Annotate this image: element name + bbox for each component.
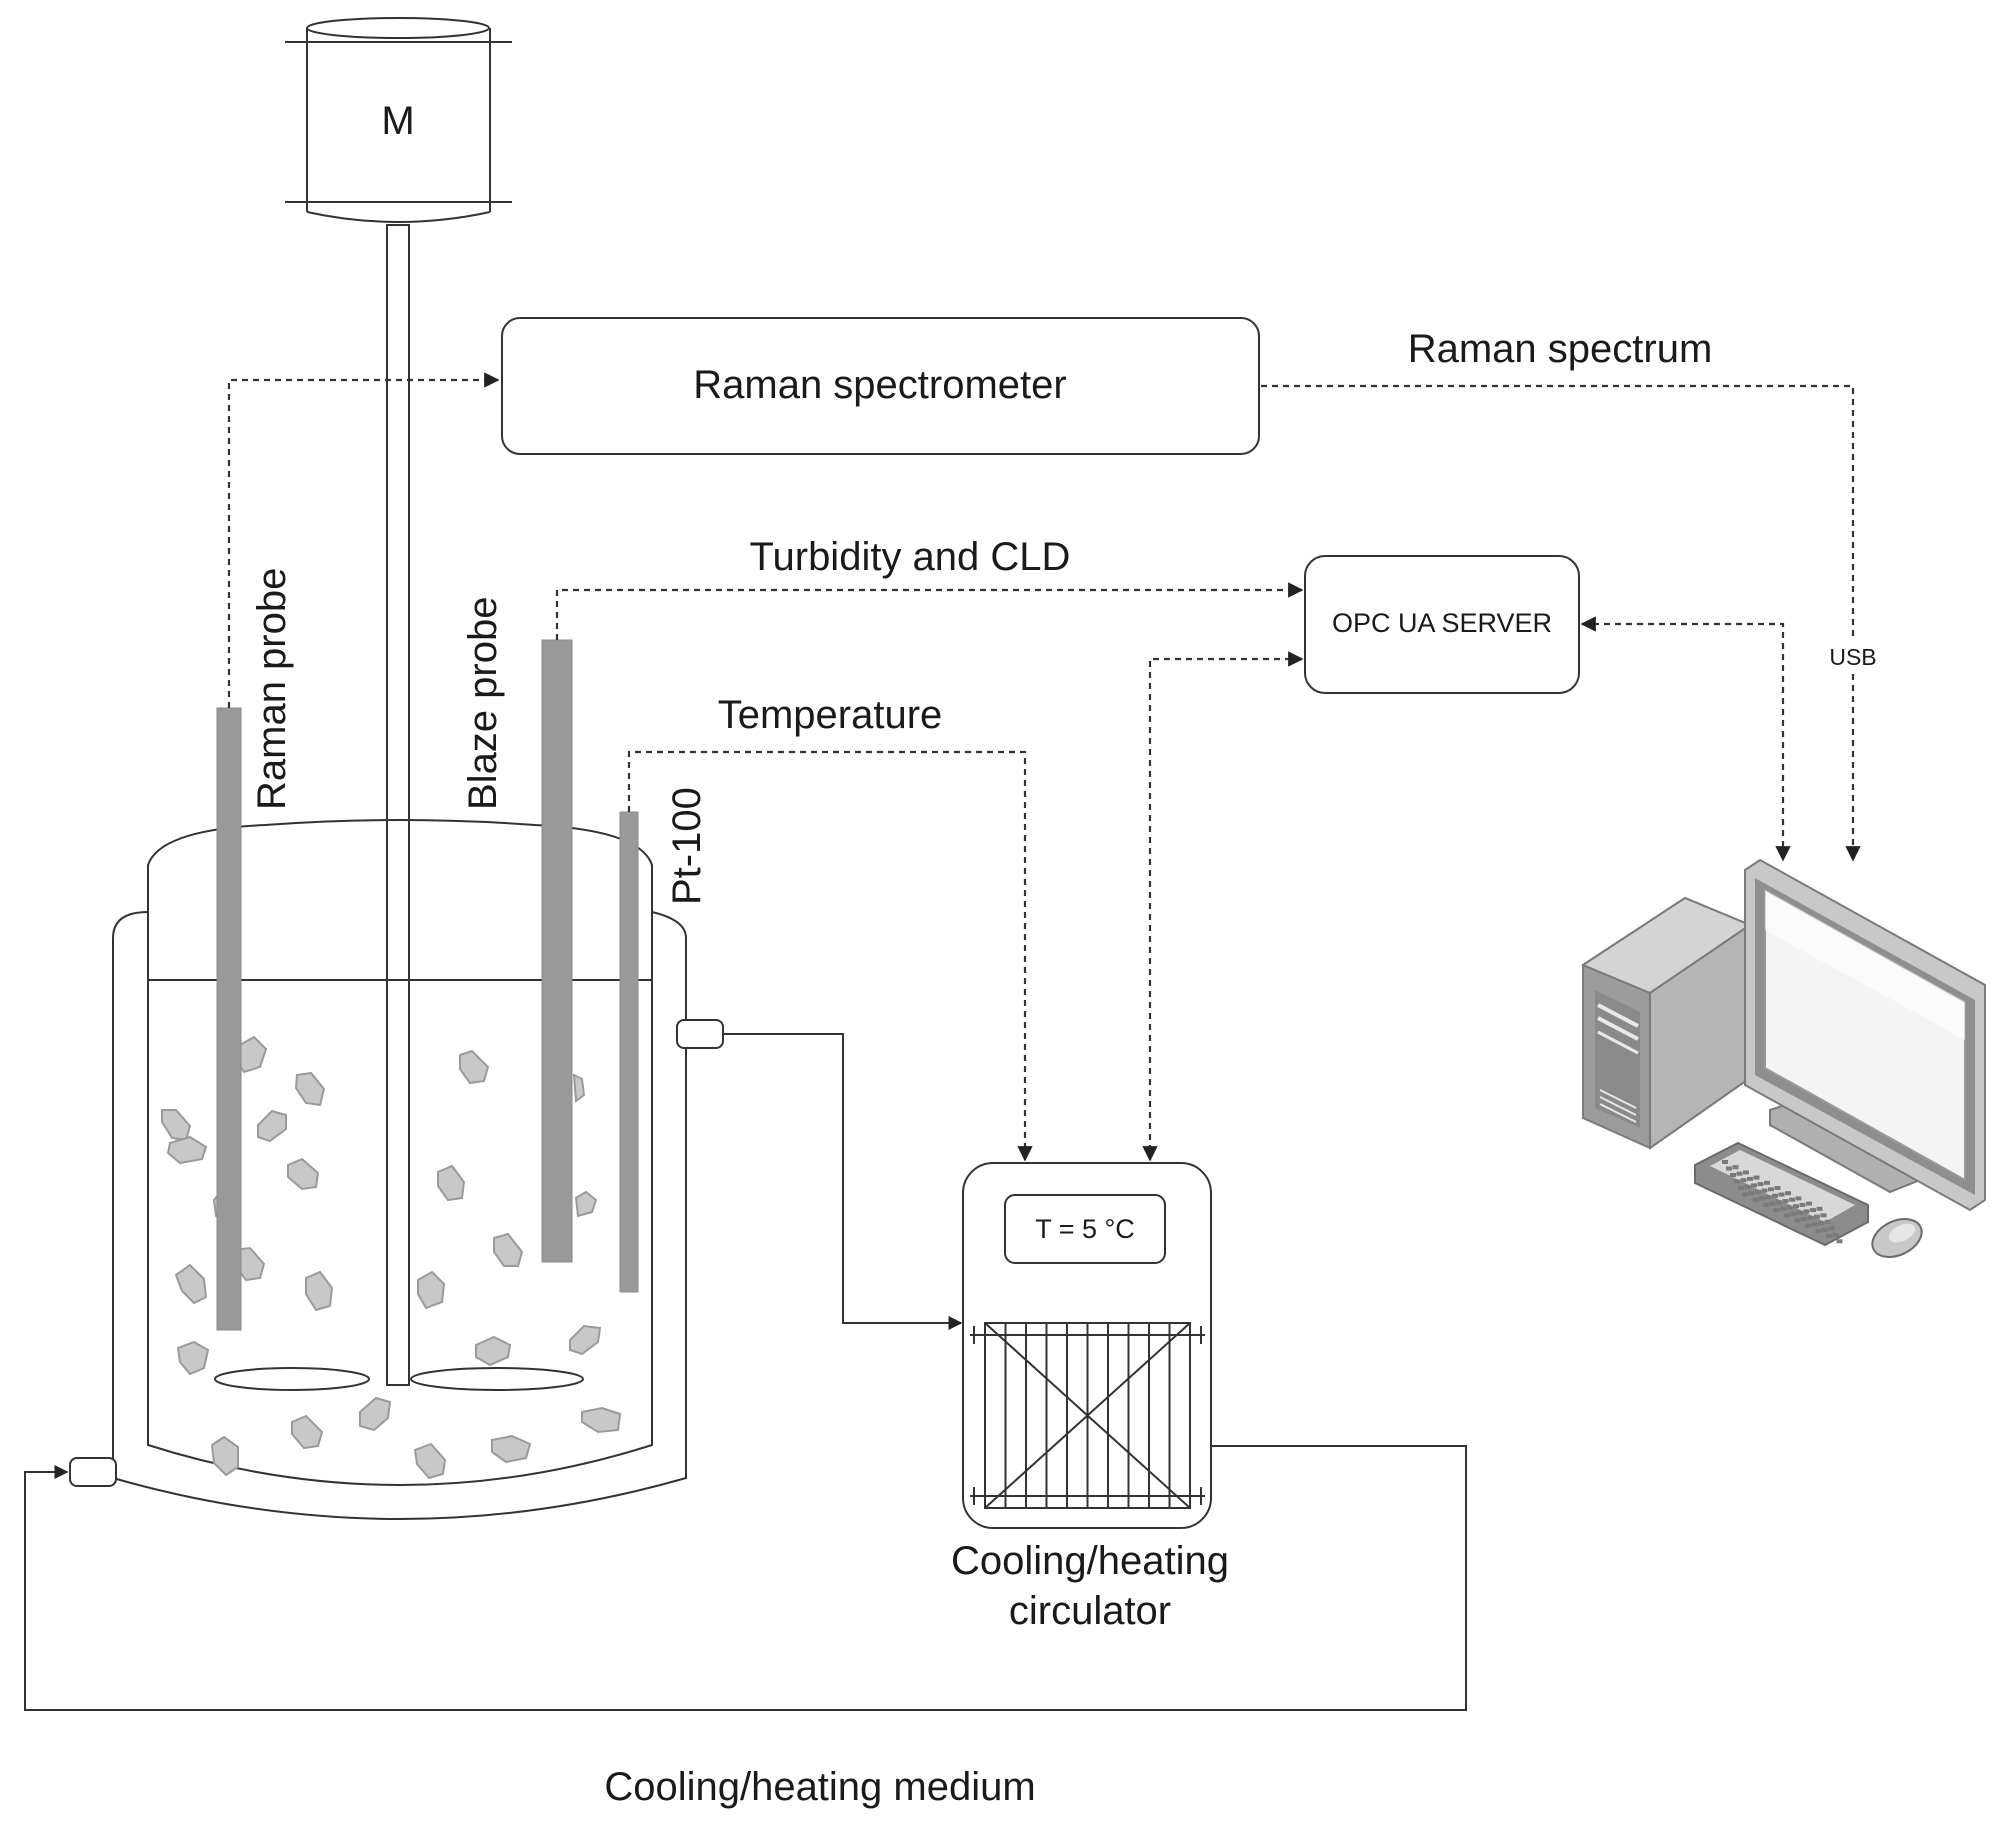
keyboard-key <box>1742 1192 1748 1197</box>
keyboard-key <box>1810 1208 1816 1213</box>
jacket-inlet-port <box>69 1457 117 1487</box>
blaze-probe-label: Blaze probe <box>461 597 505 810</box>
circulator-to-jacket-line <box>24 1445 1467 1711</box>
computer-icon <box>1580 858 1986 1258</box>
keyboard-key <box>1774 1186 1781 1190</box>
keyboard-key <box>1763 1202 1769 1207</box>
keyboard-key <box>1730 1173 1736 1177</box>
raman-probe-signal-line <box>227 372 500 708</box>
temperature-label: Temperature <box>718 693 943 737</box>
keyboard-key <box>1797 1210 1803 1215</box>
circulator: T = 5 °C Cooling/heating circulator <box>951 1162 1229 1633</box>
keyboard-key <box>1826 1234 1832 1239</box>
keyboard-key <box>1747 1176 1753 1181</box>
opc-circulator-line <box>1142 651 1304 1162</box>
raman-probe-label: Raman probe <box>250 568 294 810</box>
keyboard-key <box>1794 1218 1801 1223</box>
keyboard-key <box>1744 1184 1751 1189</box>
turbidity-signal-line <box>555 582 1304 640</box>
circulator-label-line1: Cooling/heating <box>951 1539 1229 1583</box>
keyboard-key <box>1814 1214 1820 1219</box>
opc-ua-server: OPC UA SERVER <box>1304 555 1580 694</box>
keyboard-key <box>1765 1195 1772 1200</box>
jacket-to-circulator-line <box>723 1033 963 1330</box>
keyboard-key <box>1748 1191 1755 1196</box>
keyboard-key <box>1818 1221 1824 1226</box>
raman-probe <box>216 707 242 1331</box>
raman-spectrum-label: Raman spectrum <box>1408 327 1713 371</box>
keyboard-key <box>1824 1219 1831 1224</box>
keyboard-key <box>1764 1180 1770 1185</box>
circulator-label-line2: circulator <box>1009 1589 1171 1633</box>
keyboard-key <box>1732 1165 1739 1170</box>
motor: M <box>285 17 512 223</box>
crystals <box>161 1035 622 1480</box>
keyboard-key <box>1780 1206 1786 1211</box>
keyboard-key <box>1815 1228 1822 1233</box>
keyboard-key <box>1807 1215 1814 1220</box>
keyboard-key <box>1772 1193 1778 1198</box>
keyboard-key <box>1778 1192 1785 1197</box>
keyboard-key <box>1769 1201 1776 1206</box>
keyboard-key <box>1816 1206 1823 1211</box>
keyboard-key <box>1752 1197 1759 1202</box>
keyboard-key <box>1755 1189 1761 1194</box>
opc-ua-server-label: OPC UA SERVER <box>1332 608 1552 638</box>
keyboard-key <box>1759 1196 1765 1201</box>
turbidity-label: Turbidity and CLD <box>750 535 1071 579</box>
keyboard-key <box>1768 1187 1774 1192</box>
temperature-display <box>1004 1194 1166 1264</box>
keyboard-key <box>1801 1217 1807 1222</box>
temperature-signal-line <box>627 750 1033 1162</box>
keyboard-key <box>1736 1171 1743 1176</box>
keyboard-key <box>1805 1223 1811 1228</box>
impeller <box>214 1367 584 1391</box>
usb-line <box>1261 384 1861 862</box>
pt100-probe-label: Pt-100 <box>665 787 709 905</box>
keyboard-key <box>1786 1205 1793 1210</box>
opc-computer-line <box>1580 616 1791 862</box>
raman-spectrometer-label: Raman spectrometer <box>693 363 1066 407</box>
keyboard-key <box>1773 1208 1780 1213</box>
heat-exchanger <box>970 1322 1205 1509</box>
keyboard-key <box>1784 1213 1790 1218</box>
temperature-display-value: T = 5 °C <box>1035 1214 1135 1244</box>
medium-label: Cooling/heating medium <box>604 1765 1035 1809</box>
keyboard-key <box>1740 1178 1747 1183</box>
keyboard-key <box>1757 1182 1764 1187</box>
raman-spectrometer: Raman spectrometer <box>501 317 1260 455</box>
keyboard-key <box>1832 1232 1839 1237</box>
keyboard-key <box>1785 1191 1791 1196</box>
keyboard-key <box>1753 1175 1760 1180</box>
keyboard-key <box>1799 1202 1806 1207</box>
keyboard-key <box>1734 1179 1740 1184</box>
keyboard-key <box>1806 1201 1812 1206</box>
usb-label: USB <box>1829 644 1876 670</box>
keyboard-key <box>1790 1212 1797 1216</box>
keyboard-key <box>1811 1222 1818 1227</box>
keyboard-key <box>1789 1197 1795 1202</box>
keyboard-key <box>1793 1204 1799 1209</box>
keyboard-key <box>1743 1170 1749 1175</box>
keyboard-key <box>1828 1226 1835 1231</box>
keyboard-key <box>1803 1209 1810 1214</box>
blaze-probe <box>541 639 573 1263</box>
keyboard-key <box>1726 1166 1732 1171</box>
keyboard-key <box>1761 1188 1768 1193</box>
keyboard-key <box>1820 1213 1827 1218</box>
jacket-outlet-port <box>676 1019 724 1049</box>
keyboard-key <box>1822 1227 1828 1232</box>
stirrer-shaft <box>386 224 410 1386</box>
pt100-probe <box>619 811 639 1293</box>
keyboard-key <box>1722 1160 1728 1164</box>
keyboard-key <box>1782 1199 1789 1203</box>
motor-label: M <box>381 99 414 143</box>
keyboard-key <box>1776 1200 1782 1205</box>
keyboard-key <box>1836 1239 1843 1244</box>
keyboard-key <box>1795 1196 1802 1201</box>
keyboard-key <box>1751 1183 1757 1188</box>
keyboard-key <box>1738 1186 1744 1190</box>
